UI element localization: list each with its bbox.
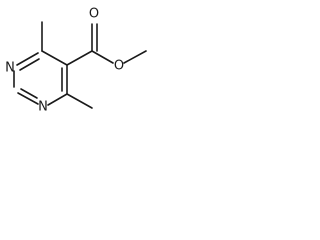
bond-oester-methyl xyxy=(123,50,147,64)
atom-o-ester: O xyxy=(114,59,124,74)
bond-n1-c6-double xyxy=(19,58,40,71)
atom-n-bottom: N xyxy=(38,100,48,115)
bond-carbonyl-c-oester xyxy=(91,50,114,64)
pyrimidine-ring xyxy=(13,50,68,106)
bond-c4-n3 xyxy=(47,93,68,106)
atom-n-top: N xyxy=(5,61,15,76)
chemical-structure-diagram: N N O O xyxy=(5,7,147,115)
bond-c5-carbonyl-carbon xyxy=(66,50,93,66)
atom-o-carbonyl: O xyxy=(89,7,99,22)
bond-n1-c6 xyxy=(16,52,39,66)
bond-n3-c2-double xyxy=(20,88,38,99)
bond-n3-c2 xyxy=(17,92,39,105)
bond-c4-methyl xyxy=(66,93,93,109)
bond-c6-c5 xyxy=(41,50,68,66)
